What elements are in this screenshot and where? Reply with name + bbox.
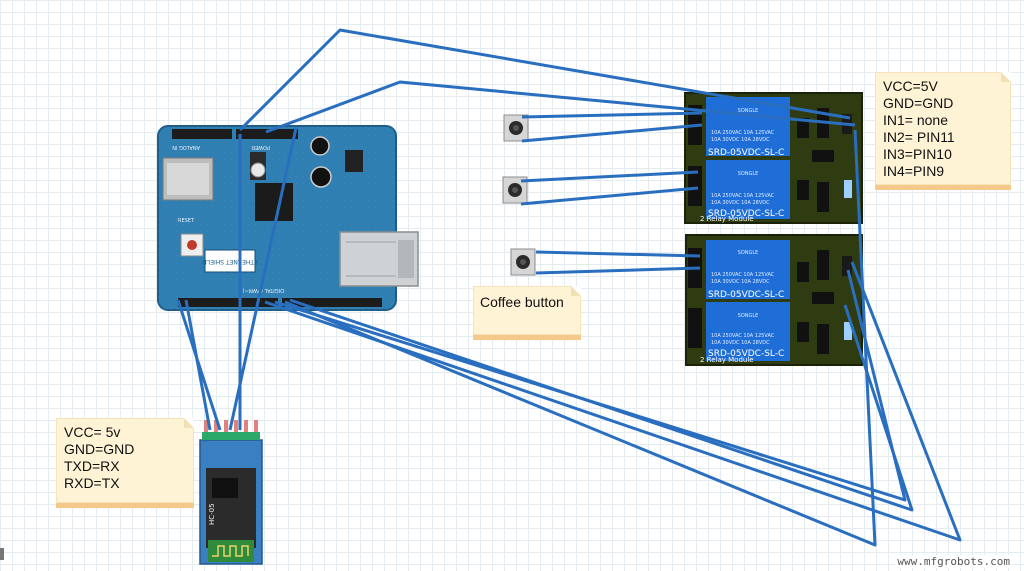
capacitor bbox=[310, 166, 332, 188]
wire-coffee-b bbox=[535, 266, 701, 275]
svg-text:SRD-05VDC-SL-C: SRD-05VDC-SL-C bbox=[708, 209, 784, 219]
svg-text:10A 30VDC 10A 28VDC: 10A 30VDC 10A 28VDC bbox=[711, 200, 770, 206]
bluetooth-pin-note[interactable]: VCC= 5v GND=GND TXD=RX RXD=TX bbox=[56, 418, 194, 508]
wire-gnd-to-relay bbox=[265, 80, 856, 134]
svg-text:10A 30VDC 10A 28VDC: 10A 30VDC 10A 28VDC bbox=[711, 137, 770, 143]
wire-coffee-a bbox=[535, 250, 701, 258]
note-line: VCC=5V bbox=[883, 78, 938, 94]
note-line: IN4=PIN9 bbox=[883, 163, 945, 179]
watermark: www.mfgrobots.com bbox=[895, 555, 1012, 568]
digital-header-right bbox=[282, 298, 382, 307]
note-line: VCC= 5v bbox=[64, 424, 121, 440]
note-line: IN3=PIN10 bbox=[883, 146, 952, 162]
svg-text:ETHERNET SHIELD: ETHERNET SHIELD bbox=[202, 258, 258, 265]
svg-text:10A 30VDC 10A 28VDC: 10A 30VDC 10A 28VDC bbox=[711, 340, 770, 346]
crystal bbox=[250, 162, 266, 178]
relay-4 bbox=[706, 302, 790, 361]
note-line: GND=GND bbox=[883, 95, 954, 111]
svg-text:SRD-05VDC-SL-C: SRD-05VDC-SL-C bbox=[708, 290, 784, 300]
wire-button2-b bbox=[520, 186, 699, 206]
capacitor bbox=[310, 136, 330, 156]
svg-text:ANALOG IN: ANALOG IN bbox=[172, 144, 200, 150]
svg-text:SONGLE: SONGLE bbox=[738, 250, 759, 256]
relay-1 bbox=[706, 97, 790, 156]
svg-text:SONGLE: SONGLE bbox=[738, 108, 759, 114]
note-line: IN2= PIN11 bbox=[883, 129, 955, 145]
wire-pin10-in3 bbox=[274, 269, 907, 502]
wire-button2-a bbox=[520, 170, 699, 183]
canvas-scroll-marker[interactable] bbox=[0, 548, 4, 560]
svg-text:2 Relay Module: 2 Relay Module bbox=[700, 356, 754, 364]
note-line: RXD=TX bbox=[64, 475, 120, 491]
power-header-top bbox=[236, 129, 298, 139]
wire-pin9-in4 bbox=[284, 129, 877, 547]
wire-button1-b bbox=[521, 123, 703, 143]
coffee-push-button[interactable] bbox=[510, 248, 536, 276]
svg-text:POWER: POWER bbox=[251, 144, 270, 150]
shield-logo bbox=[204, 249, 256, 273]
wire-bt-rxd bbox=[184, 299, 212, 431]
svg-text:HC-05: HC-05 bbox=[208, 503, 216, 525]
svg-text:SRD-05VDC-SL-C: SRD-05VDC-SL-C bbox=[708, 148, 784, 158]
relay-2 bbox=[706, 160, 790, 219]
note-line: IN1= none bbox=[883, 112, 948, 128]
wires bbox=[176, 28, 962, 547]
svg-text:DIGITAL (PWM~): DIGITAL (PWM~) bbox=[242, 287, 284, 293]
svg-text:10A 250VAC 10A 125VAC: 10A 250VAC 10A 125VAC bbox=[711, 272, 775, 278]
svg-text:10A 30VDC 10A 28VDC: 10A 30VDC 10A 28VDC bbox=[711, 279, 770, 285]
svg-text:10A 250VAC 10A 125VAC: 10A 250VAC 10A 125VAC bbox=[711, 130, 775, 136]
wire-button1-a bbox=[521, 111, 703, 119]
svg-text:10A 250VAC 10A 125VAC: 10A 250VAC 10A 125VAC bbox=[711, 333, 775, 339]
arduino-ethernet-shield[interactable]: RESET ETHERNET SHIELD DIGITAL (PWM~) POW… bbox=[157, 125, 419, 311]
hc05-pin-header bbox=[202, 420, 260, 440]
wire-vcc-to-relay bbox=[238, 28, 851, 132]
svg-text:SRD-05VDC-SL-C: SRD-05VDC-SL-C bbox=[708, 349, 784, 359]
analog-header bbox=[172, 129, 232, 139]
wire-bt-gnd bbox=[228, 127, 298, 431]
svg-text:SONGLE: SONGLE bbox=[738, 313, 759, 319]
relay-pin-note[interactable]: VCC=5V GND=GND IN1= none IN2= PIN11 IN3=… bbox=[875, 72, 1011, 190]
svg-text:2 Relay Module: 2 Relay Module bbox=[700, 215, 754, 223]
coffee-button-note[interactable]: Coffee button bbox=[473, 286, 581, 340]
svg-text:10A 250VAC 10A 125VAC: 10A 250VAC 10A 125VAC bbox=[711, 193, 775, 199]
push-button-1[interactable] bbox=[503, 114, 529, 142]
note-line: TXD=RX bbox=[64, 458, 120, 474]
digital-header-left bbox=[178, 298, 278, 307]
ethernet-chip bbox=[255, 183, 293, 221]
wire-relay-chain bbox=[289, 298, 914, 512]
note-line: GND=GND bbox=[64, 441, 135, 457]
relay-3 bbox=[706, 240, 790, 299]
wire-pin11-in2 bbox=[264, 261, 962, 542]
push-button-2[interactable] bbox=[502, 176, 528, 204]
note-line: Coffee button bbox=[480, 294, 564, 310]
hc05-bluetooth-module[interactable]: HC-05 bbox=[199, 420, 263, 565]
svg-text:RESET: RESET bbox=[178, 218, 195, 224]
svg-text:SONGLE: SONGLE bbox=[738, 171, 759, 177]
relay-module-bottom[interactable]: SONGLE SONGLE 10A 250VAC 10A 125VAC 10A … bbox=[685, 234, 863, 366]
